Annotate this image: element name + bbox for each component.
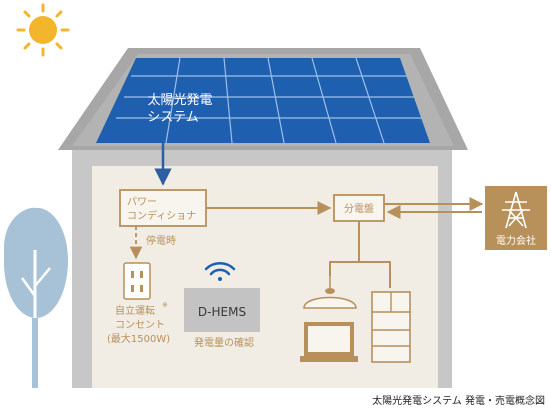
refrigerator-icon: [371, 291, 411, 363]
sun-icon: [16, 3, 70, 57]
breaker-label: 分電盤: [344, 202, 374, 215]
dhems-caption: 発電量の確認: [194, 336, 254, 349]
wifi-icon: [204, 262, 236, 281]
dhems-title: D-HEMS: [198, 305, 246, 319]
solar-label-line1: 太陽光発電: [147, 93, 212, 108]
power-outage-label: 停電時: [146, 234, 176, 247]
tree-icon: [4, 207, 68, 388]
outlet-label-line1: 自立運転: [115, 304, 155, 317]
pcs-label-line2: コンディショナ: [127, 209, 196, 222]
utility-label: 電力会社: [496, 234, 536, 247]
pcs-label-line1: パワー: [127, 196, 157, 208]
outlet-label-line3: (最大1500W): [107, 332, 170, 345]
outlet-label-mark: ※: [162, 301, 168, 309]
solar-label-line2: システム: [147, 110, 199, 125]
outlet-icon: [123, 262, 151, 300]
breaker-to-appliances-lines: [329, 221, 391, 288]
outlet-label-line2: コンセント: [115, 319, 165, 331]
dhems-device: [184, 288, 260, 332]
power-tower-icon: [502, 191, 530, 229]
breaker-box: [333, 194, 385, 222]
utility-company-box: 電力会社: [485, 186, 547, 250]
solar-panel-array: [96, 57, 430, 144]
tv-icon: [300, 322, 358, 362]
footer-caption: 太陽光発電システム 発電・売電概念図: [372, 394, 545, 407]
power-conditioner-box: [119, 189, 207, 227]
lamp-icon: [303, 276, 357, 309]
